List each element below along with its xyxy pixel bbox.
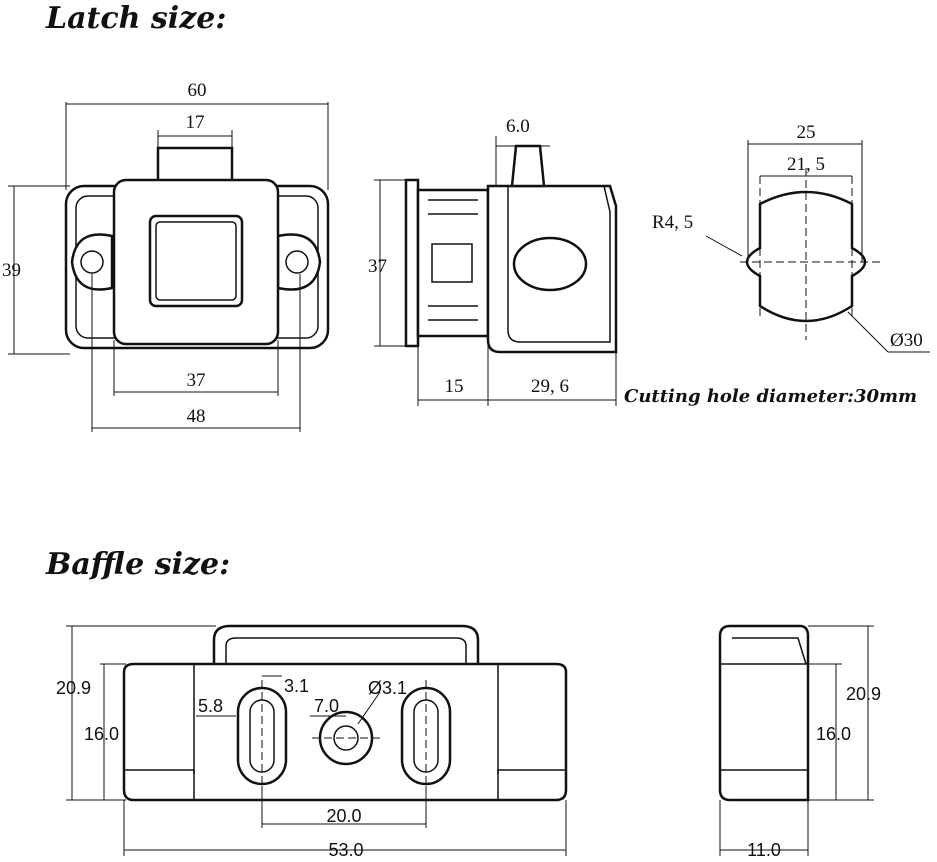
dim-side-height-total: 20.9 — [846, 684, 881, 704]
screw-hole-left — [80, 250, 104, 274]
latch-side-flange — [404, 178, 420, 348]
dim-housing-width: 37 — [187, 370, 206, 391]
latch-side-tip — [510, 144, 546, 188]
dim-latch-width: 60 — [188, 80, 207, 101]
dim-side-depth-b: 29, 6 — [531, 376, 569, 397]
baffle-front-view: 20.9 16.0 3.1 5.8 7.0 Ø3.1 20.0 53.0 — [56, 624, 568, 860]
dim-slot-offset: 5.8 — [198, 696, 223, 716]
dim-diameter: Ø30 — [890, 330, 923, 351]
dim-side-depth: 11.0 — [747, 840, 781, 860]
dim-slot-spacing: 20.0 — [326, 806, 361, 826]
latch-button-inner — [155, 221, 237, 301]
dim-latch-height: 39 — [2, 260, 21, 281]
dim-baffle-height-body: 16.0 — [84, 724, 119, 744]
dim-radius: R4, 5 — [652, 212, 693, 233]
latch-side-head-inner — [507, 185, 611, 343]
baffle-side-body — [718, 624, 810, 802]
latch-side-view: 37 6.0 15 29, 6 — [368, 116, 618, 406]
dim-hole-dia: Ø3.1 — [368, 678, 407, 698]
latch-ear-right — [276, 233, 322, 291]
latch-side-body — [416, 188, 490, 338]
dim-hole-offset: 7.0 — [314, 696, 339, 716]
dim-tongue-width: 17 — [186, 112, 205, 133]
latch-front-view: 60 17 39 37 48 — [2, 80, 330, 432]
dim-cutout-width: 25 — [797, 122, 816, 143]
dim-baffle-height-total: 20.9 — [56, 678, 91, 698]
baffle-arch — [212, 624, 480, 668]
latch-button — [148, 214, 244, 308]
dim-side-depth-a: 15 — [445, 376, 464, 397]
dim-hole-spacing: 48 — [187, 406, 206, 427]
baffle-side-view: 20.9 16.0 11.0 — [718, 624, 881, 860]
baffle-hole — [333, 725, 359, 751]
latch-cutout-view: 25 21, 5 R4, 5 Ø30 — [652, 122, 930, 353]
dim-baffle-length: 53.0 — [328, 840, 363, 860]
dim-side-height-body: 16.0 — [816, 724, 851, 744]
latch-heading: Latch size: — [45, 1, 226, 36]
baffle-heading: Baffle size: — [45, 547, 230, 582]
latch-side-oval — [512, 236, 588, 292]
dim-tip: 6.0 — [506, 116, 530, 137]
baffle-arch-inner — [225, 637, 467, 668]
dim-cutout-inner: 21, 5 — [787, 154, 825, 175]
latch-ear-left — [70, 233, 114, 291]
dim-side-height: 37 — [368, 256, 387, 277]
cutting-note: Cutting hole diameter:30mm — [624, 386, 917, 407]
screw-hole-right — [285, 250, 309, 274]
dim-slot-width: 3.1 — [284, 676, 309, 696]
latch-side-pin — [431, 243, 473, 283]
